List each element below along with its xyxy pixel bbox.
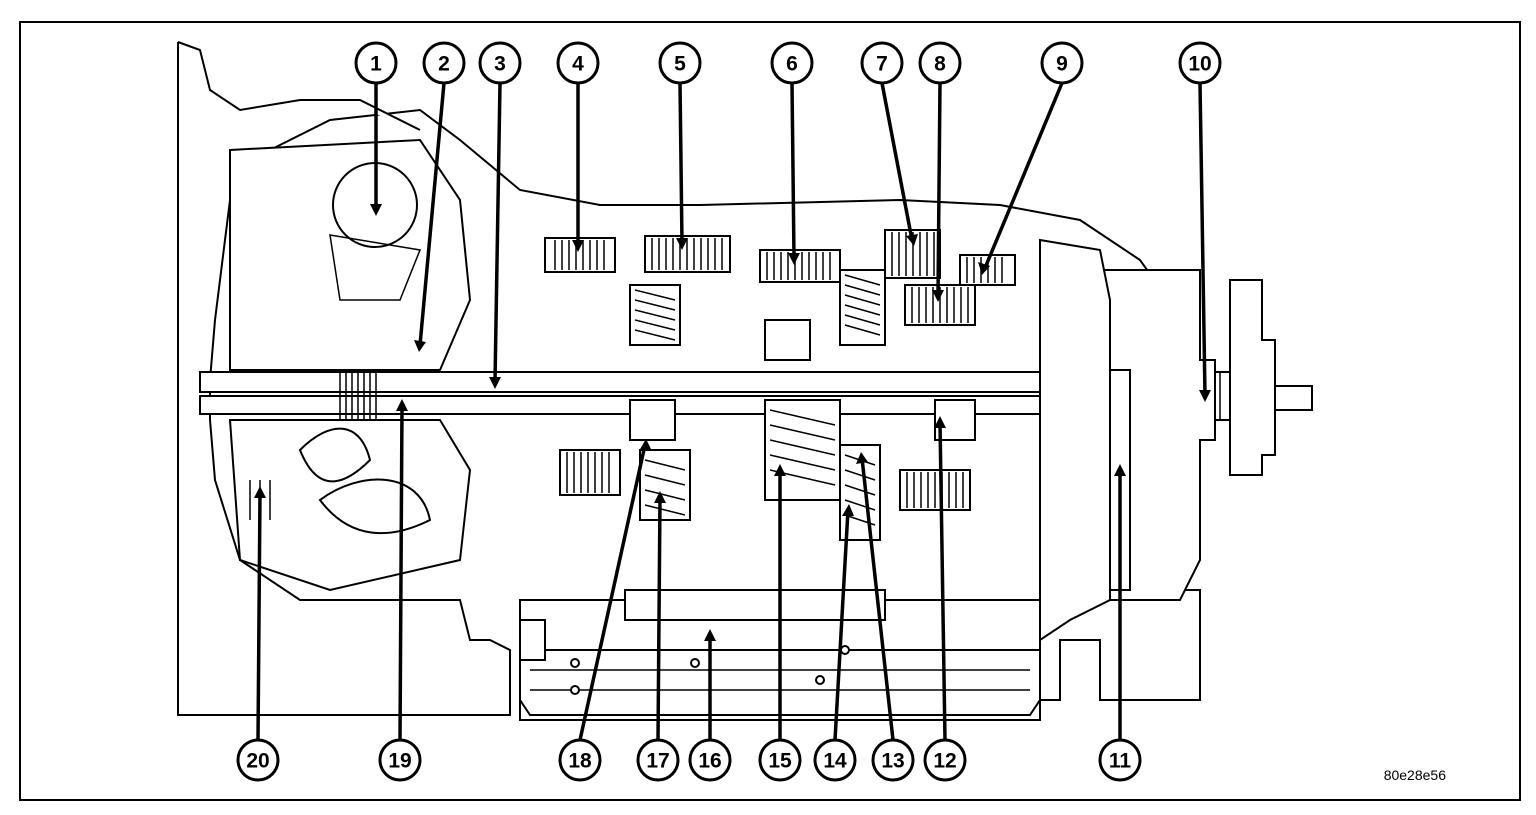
callout-8: 8 bbox=[918, 41, 962, 85]
callout-20: 20 bbox=[236, 738, 280, 782]
callout-17-label: 17 bbox=[646, 750, 669, 773]
leader-8 bbox=[936, 82, 942, 296]
callout-11: 11 bbox=[1098, 738, 1142, 782]
callout-15: 15 bbox=[758, 738, 802, 782]
callout-5: 5 bbox=[658, 41, 702, 85]
callout-6: 6 bbox=[770, 41, 814, 85]
leader-2 bbox=[418, 82, 446, 346]
callout-16: 16 bbox=[688, 738, 732, 782]
callout-12: 12 bbox=[923, 738, 967, 782]
callouts: 1 2 3 4 5 6 7 8 9 10 11 12 13 14 15 16 1… bbox=[236, 41, 1222, 782]
callout-13-label: 13 bbox=[881, 750, 904, 773]
callout-18: 18 bbox=[558, 738, 602, 782]
callout-14-label: 14 bbox=[823, 750, 847, 773]
callout-1-label: 1 bbox=[370, 53, 382, 76]
callout-18-label: 18 bbox=[568, 750, 592, 773]
callout-15-label: 15 bbox=[768, 750, 792, 773]
leader-7 bbox=[880, 82, 914, 241]
leader-18 bbox=[578, 444, 647, 741]
callout-3: 3 bbox=[478, 41, 522, 85]
callout-1: 1 bbox=[354, 41, 398, 85]
clutch-packs-lower bbox=[559, 449, 971, 511]
callout-7-label: 7 bbox=[876, 53, 888, 76]
output-flange bbox=[1229, 279, 1276, 476]
leader-20 bbox=[256, 491, 262, 741]
rear-case-end bbox=[1039, 238, 1111, 642]
planetary-gears bbox=[629, 269, 976, 541]
callout-5-label: 5 bbox=[674, 53, 686, 76]
callout-20-label: 20 bbox=[246, 750, 269, 773]
callout-9: 9 bbox=[1040, 41, 1084, 85]
leader-14 bbox=[833, 509, 850, 741]
callout-12-label: 12 bbox=[933, 750, 956, 773]
leader-19 bbox=[398, 404, 404, 741]
callout-2: 2 bbox=[422, 41, 466, 85]
callout-8-label: 8 bbox=[934, 53, 946, 76]
callout-19-label: 19 bbox=[388, 750, 411, 773]
callout-16-label: 16 bbox=[698, 750, 721, 773]
callout-4-label: 4 bbox=[572, 53, 584, 76]
figure-id-code: 80e28e56 bbox=[1384, 767, 1447, 783]
callout-10: 10 bbox=[1178, 41, 1222, 85]
callout-4: 4 bbox=[556, 41, 600, 85]
callout-17: 17 bbox=[636, 738, 680, 782]
callout-7: 7 bbox=[860, 41, 904, 85]
leader-9 bbox=[983, 82, 1064, 269]
leader-6 bbox=[790, 82, 796, 259]
callout-19: 19 bbox=[378, 738, 422, 782]
leader-12 bbox=[938, 421, 947, 741]
callout-14: 14 bbox=[813, 738, 857, 782]
leader-17 bbox=[656, 496, 662, 741]
callout-6-label: 6 bbox=[786, 53, 798, 76]
callout-3-label: 3 bbox=[494, 53, 506, 76]
callout-11-label: 11 bbox=[1109, 750, 1132, 773]
callout-10-label: 10 bbox=[1188, 53, 1211, 76]
leader-5 bbox=[678, 82, 684, 244]
callout-2-label: 2 bbox=[438, 53, 450, 76]
callout-9-label: 9 bbox=[1056, 53, 1068, 76]
leader-lines bbox=[254, 82, 1211, 741]
callout-13: 13 bbox=[871, 738, 915, 782]
leader-10 bbox=[1198, 82, 1207, 396]
leader-3 bbox=[493, 82, 502, 383]
leader-13 bbox=[860, 457, 895, 741]
